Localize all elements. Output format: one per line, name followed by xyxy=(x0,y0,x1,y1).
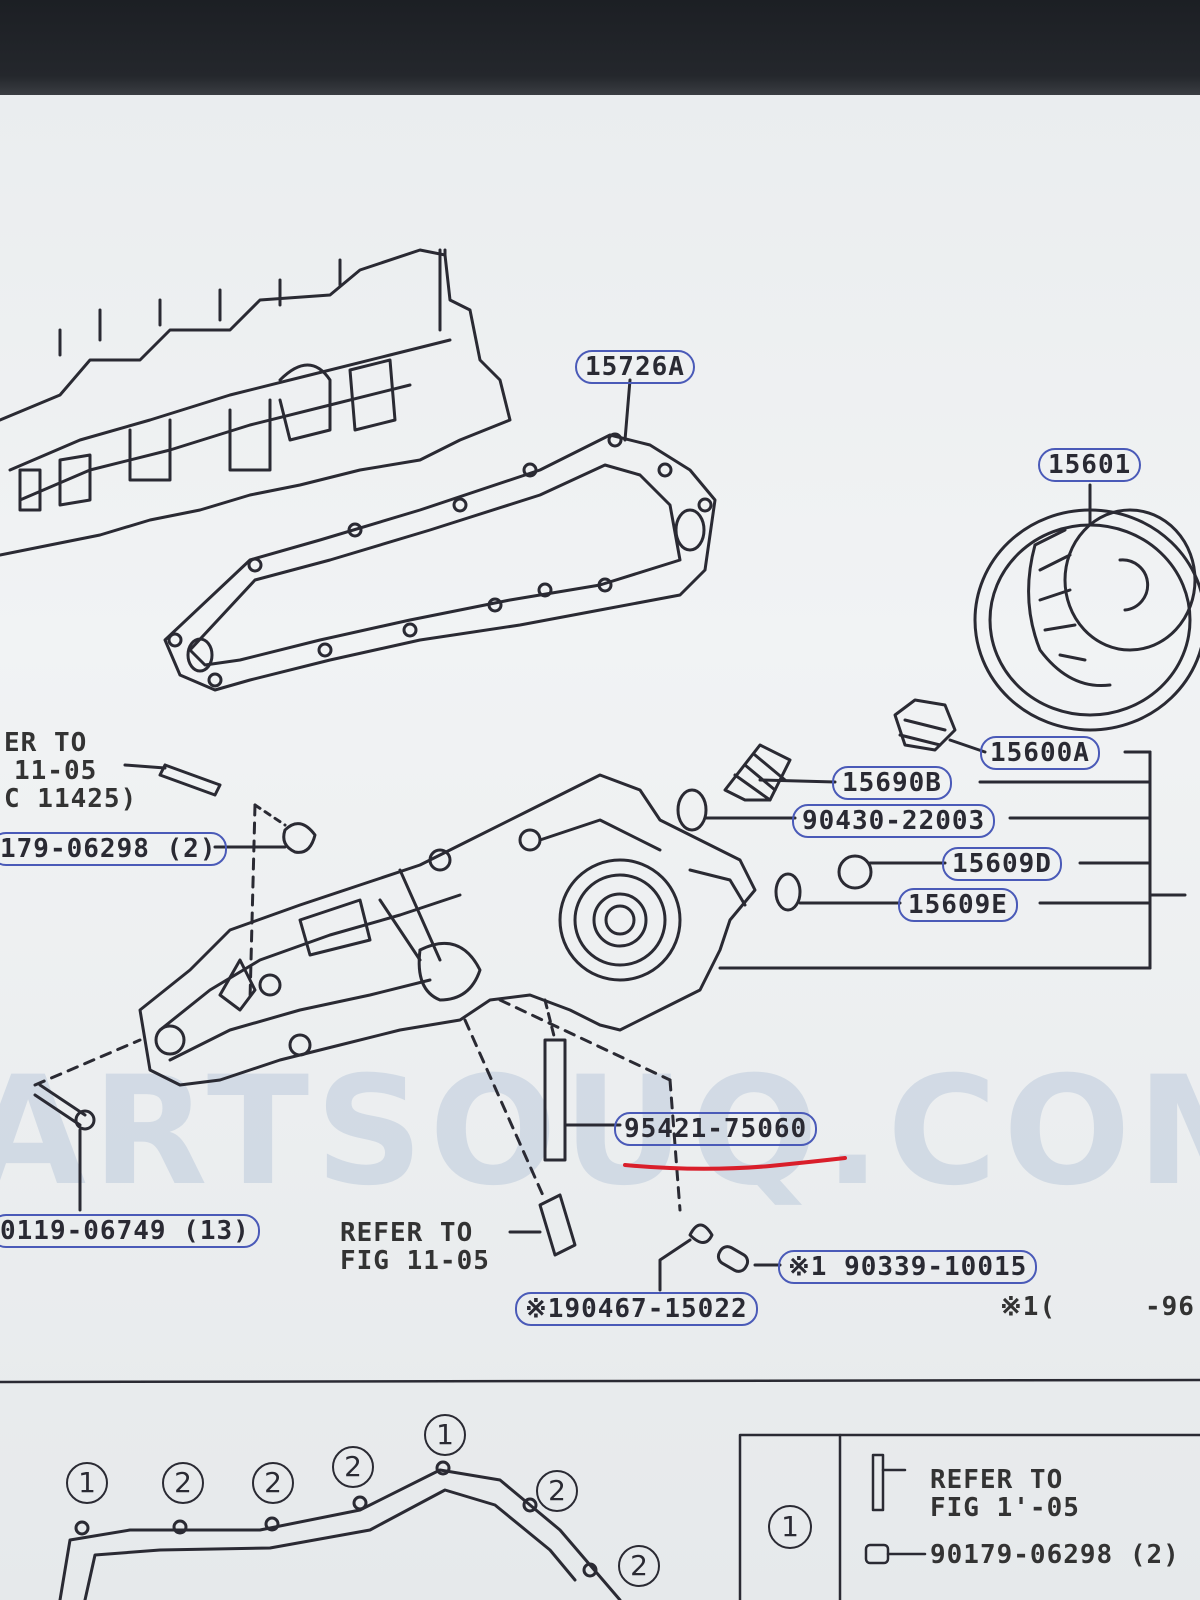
gasket-15726A xyxy=(163,432,717,692)
plug-e-ring xyxy=(774,872,802,912)
left-bolts xyxy=(33,763,317,1212)
circle-number: 2 xyxy=(536,1470,578,1512)
refer-note-left-line2: 11-05 xyxy=(14,756,98,786)
section-divider xyxy=(0,1378,1200,1384)
monitor-bezel xyxy=(0,0,1200,95)
circle-number: 2 xyxy=(252,1462,294,1504)
refer-note-left-line1: ER TO xyxy=(4,728,88,758)
engine-block xyxy=(0,248,512,557)
washer-ring xyxy=(676,788,708,832)
oil-pan-gasket xyxy=(58,1460,622,1600)
part-label-95421-75060[interactable]: 95421-75060 xyxy=(614,1112,818,1146)
plug-d-ring xyxy=(837,854,873,890)
refer-note-mid-line1: REFER TO xyxy=(340,1218,474,1248)
part-label-15609E[interactable]: 15609E xyxy=(898,888,1018,922)
part-label-90339-10015[interactable]: ※1 90339-10015 xyxy=(778,1250,1038,1284)
part-label-0119-06749[interactable]: 0119-06749 (13) xyxy=(0,1214,260,1248)
circle-number: 1 xyxy=(66,1462,108,1504)
part-label-15601[interactable]: 15601 xyxy=(1038,448,1142,482)
note-label-right: -96 xyxy=(1145,1292,1195,1322)
note-label: ※1( xyxy=(1000,1292,1057,1322)
circle-number: 2 xyxy=(618,1545,660,1587)
legend-refer-line2: FIG 1'-05 xyxy=(930,1493,1080,1523)
legend-part-label: 90179-06298 (2) xyxy=(930,1540,1180,1570)
circle-number: 1 xyxy=(424,1414,466,1456)
part-label-15690B[interactable]: 15690B xyxy=(832,766,952,800)
circle-number: 2 xyxy=(162,1462,204,1504)
leader-bracket xyxy=(703,738,1187,970)
part-label-15600A[interactable]: 15600A xyxy=(980,736,1100,770)
part-label-179-06298[interactable]: 179-06298 (2) xyxy=(0,832,227,866)
part-label-15609D[interactable]: 15609D xyxy=(942,847,1062,881)
bottom-parts xyxy=(463,1018,782,1292)
part-label-90430-22003[interactable]: 90430-22003 xyxy=(792,804,996,838)
watermark: ARTSOUQ.COM xyxy=(0,1045,1200,1219)
circle-number: 2 xyxy=(332,1446,374,1488)
leader-15726A xyxy=(623,378,632,442)
part-label-90467-15022[interactable]: ※190467-15022 xyxy=(515,1292,758,1326)
legend-circle-number: 1 xyxy=(768,1505,812,1549)
oil-pump-housing xyxy=(138,773,757,1087)
refer-note-left-line3: C 11425) xyxy=(4,784,138,814)
part-label-15726A[interactable]: 15726A xyxy=(575,350,695,384)
refer-note-mid-line2: FIG 11-05 xyxy=(340,1246,490,1276)
legend-box xyxy=(738,1433,1200,1600)
relief-bolt xyxy=(893,698,957,752)
legend-refer-line1: REFER TO xyxy=(930,1465,1064,1495)
